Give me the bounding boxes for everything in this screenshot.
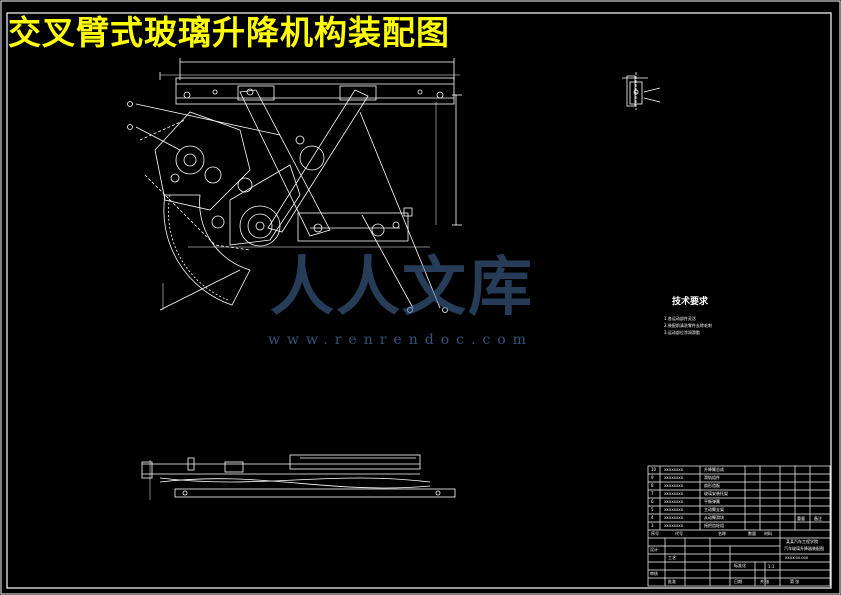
title-block-scale: 1:1 — [768, 564, 775, 569]
detail-view — [622, 72, 661, 110]
tech-requirement-line: 3.运动部位涂润滑脂 — [664, 330, 700, 335]
leader-balloon-icon — [127, 124, 133, 130]
bottom-view — [141, 454, 456, 500]
part-code: XXXXXXXX — [664, 516, 684, 520]
part-code: XXXXXXXX — [664, 492, 684, 496]
lift-arm-main — [239, 89, 331, 237]
part-no: 8 — [651, 483, 654, 488]
title-block-field: 共 张 — [760, 579, 770, 584]
part-no: 9 — [651, 475, 654, 480]
sector-gear — [163, 194, 251, 306]
center-mark-icon — [633, 89, 639, 95]
title-block-field: 日期 — [734, 579, 742, 584]
drawing-title: 交叉臂式玻璃升降机构装配图 — [8, 13, 450, 52]
part-no: 5 — [651, 507, 654, 512]
title-block-field: 第 张 — [790, 579, 800, 584]
part-code: XXXXXXXX — [664, 468, 684, 472]
title-block-field: 工艺 — [668, 555, 676, 560]
title-block-drawing-no: XXXX-00-000 — [785, 556, 809, 560]
watermark-url: www.renrendoc.com — [268, 332, 533, 348]
part-no: 4 — [651, 515, 654, 520]
tech-requirement-line: 1.各运动部件灵活 — [664, 316, 696, 321]
top-rail — [175, 77, 455, 105]
lift-arm-secondary — [267, 89, 369, 233]
part-no: 7 — [651, 491, 654, 496]
part-no: 3 — [651, 523, 654, 528]
leader-balloon-icon — [442, 307, 448, 313]
parts-header-material: 材料 — [764, 531, 772, 536]
part-code: XXXXXXXX — [664, 476, 684, 480]
watermark-logo: 人人文库 — [270, 251, 534, 325]
part-code: XXXXXXXX — [664, 484, 684, 488]
part-code: XXXXXXXX — [664, 524, 684, 528]
title-block-org: 某某汽车工程学院 — [786, 539, 818, 544]
parts-header-code: 代号 — [675, 531, 683, 536]
leader-balloon-icon — [127, 101, 133, 107]
parts-header-no: 序号 — [651, 531, 659, 536]
part-name: 升降臂总成 — [704, 467, 724, 472]
parts-header-qty: 数量 — [748, 531, 756, 536]
title-block-field: 设计 — [650, 547, 658, 552]
parts-header-remark: 备注 — [814, 516, 822, 521]
part-name: 滑轨组件 — [704, 475, 720, 480]
part-name: 扇形齿板 — [704, 483, 720, 488]
parts-header-weight: 重量 — [797, 516, 805, 521]
part-name: 摇把齿轮组 — [704, 523, 724, 528]
parts-header-name: 名称 — [718, 531, 726, 536]
part-name: 玻璃安装托架 — [704, 491, 728, 496]
tech-requirement-line: 2.装配前清洗零件去除毛刺 — [664, 323, 712, 328]
title-block-grid — [647, 465, 831, 587]
part-code: XXXXXXXX — [664, 508, 684, 512]
part-name: 平衡弹簧 — [704, 499, 720, 504]
part-no: 6 — [651, 499, 654, 504]
main-view — [127, 58, 462, 313]
lower-slide-bar — [297, 212, 409, 242]
part-code: XXXXXXXX — [664, 500, 684, 504]
leader-balloon-icon — [407, 307, 413, 313]
part-name: 主动臂支架 — [704, 507, 724, 512]
title-block-field: 标准化 — [734, 563, 746, 568]
part-name: 从动臂滑块 — [704, 515, 724, 520]
title-block-field: 批准 — [668, 579, 676, 584]
title-block-name: 汽车玻璃升降器装配图 — [784, 546, 824, 551]
part-no: 10 — [651, 467, 657, 472]
title-block-field: 审核 — [650, 571, 658, 576]
inner-border — [6, 12, 832, 589]
drive-pinion — [239, 205, 281, 247]
tech-requirements-heading: 技术要求 — [672, 297, 709, 307]
